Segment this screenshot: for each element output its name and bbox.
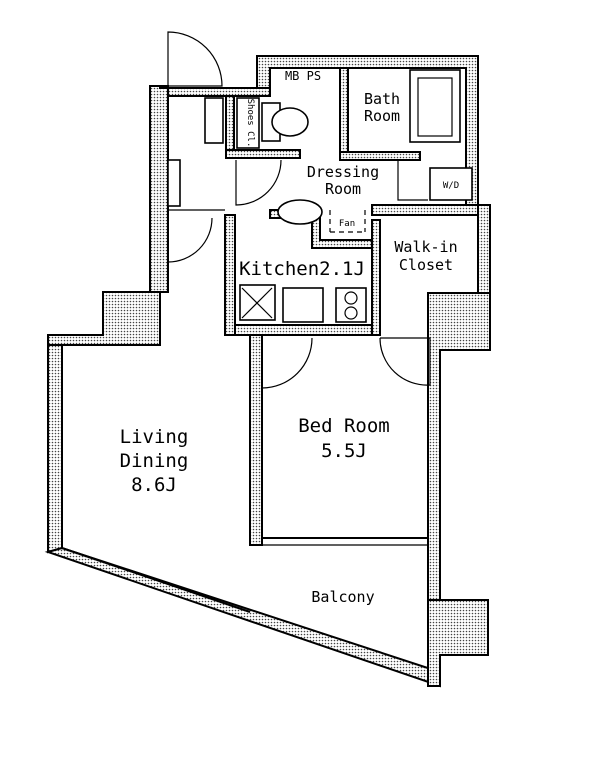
wall-living-left <box>47 344 63 554</box>
stove-icon <box>335 287 367 323</box>
room-labels: Living Dining 8.6J Bed Room 5.5J Kitchen… <box>120 69 459 606</box>
entry-cabinet-box <box>167 159 181 207</box>
wall-right-middle <box>427 292 491 601</box>
wall-left-service <box>159 85 271 97</box>
bedroom-door-right-icon <box>379 337 431 386</box>
walkin-label-2: Closet <box>399 256 453 274</box>
wall-kitchen-bottom <box>224 324 381 336</box>
counter-icon <box>282 287 324 323</box>
fixtures <box>167 69 473 323</box>
toilet-bowl-icon <box>271 107 309 137</box>
wall-living-top-left <box>47 291 161 346</box>
entry-shelf-box <box>204 97 224 144</box>
shoes-closet-box <box>236 97 260 149</box>
wall-toilet-right <box>225 95 235 151</box>
wall-kitchen-left <box>224 214 236 336</box>
bath-label-1: Bath <box>364 90 400 108</box>
toilet-door-icon <box>235 159 282 206</box>
bedroom-size: 5.5J <box>321 440 367 462</box>
burner-1-icon <box>344 291 358 305</box>
bath-label-2: Room <box>364 107 400 125</box>
fan-label: Fan <box>339 219 355 229</box>
dressing-label-1: Dressing <box>307 163 379 181</box>
wall-walkin-top <box>371 204 479 216</box>
washer-box <box>429 167 473 201</box>
walkin-label-1: Walk-in <box>394 238 457 256</box>
wall-bath-bottom <box>339 151 421 161</box>
burner-2-icon <box>344 306 358 320</box>
exterior-walls <box>44 55 491 688</box>
washbasin-icon <box>277 199 323 225</box>
dressing-label-2: Room <box>325 180 361 198</box>
living-size: 8.6J <box>131 474 177 496</box>
living-label-1: Living <box>120 426 189 448</box>
wall-toilet-bottom <box>225 149 301 159</box>
shoes-closet-label: Shoes Cl. <box>245 99 255 148</box>
doors <box>167 31 431 389</box>
wall-walkin-left <box>371 219 381 336</box>
bedroom-door-left-icon <box>261 337 313 389</box>
balcony-label: Balcony <box>311 588 374 606</box>
living-label-2: Dining <box>120 450 189 472</box>
wall-living-upper <box>149 85 169 293</box>
wall-bath-left <box>339 67 349 153</box>
hall-door-icon <box>167 217 213 263</box>
bathtub-inner <box>417 77 453 137</box>
living-window <box>61 547 251 613</box>
wall-right-lower <box>427 599 489 687</box>
washer-label: W/D <box>443 181 459 191</box>
wall-bottom-diagonal <box>44 546 441 688</box>
washer-door-icon <box>397 160 428 201</box>
mbps-label: MB PS <box>285 69 321 83</box>
wall-walkin-right <box>477 204 491 294</box>
wall-bedroom-left <box>249 334 263 546</box>
entry-door-icon <box>167 31 223 87</box>
bedroom-label: Bed Room <box>298 415 390 437</box>
kitchen-label: Kitchen2.1J <box>239 258 365 280</box>
interior-lines <box>61 95 428 613</box>
